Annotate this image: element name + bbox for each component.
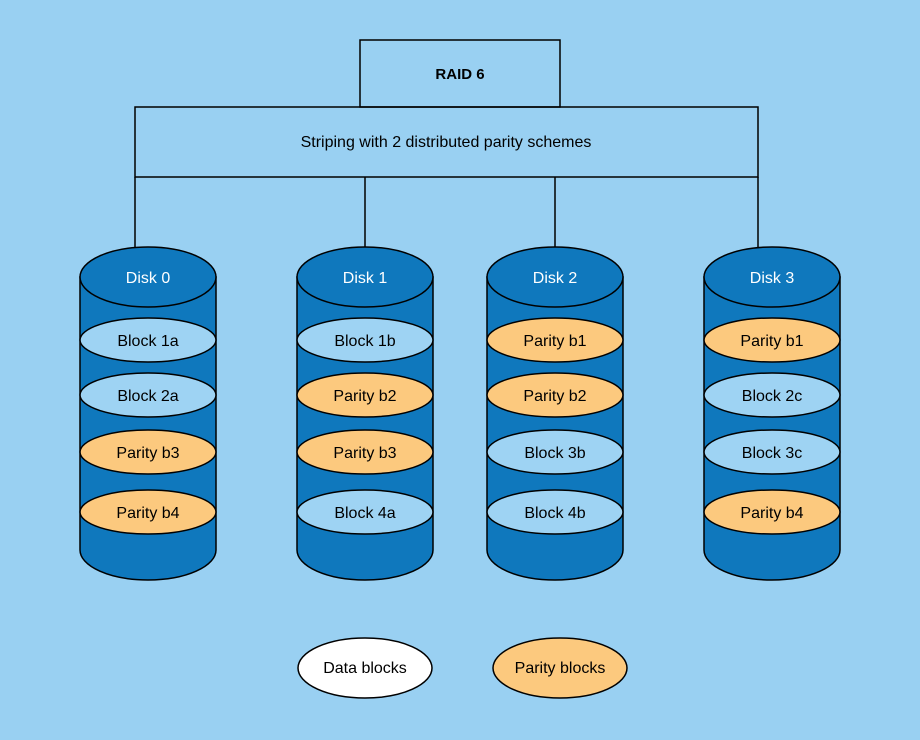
parity-block [703, 489, 841, 535]
disk-1: Block 1b Parity b2 Parity b3 Block 4a Disk 1 [296, 246, 434, 581]
disk-3: Parity b1 Block 2c Block 3c Parity b4 Disk 3 [703, 246, 841, 581]
disk-label: Disk 3 [750, 270, 795, 287]
parity-block [486, 317, 624, 363]
data-block [296, 317, 434, 363]
parity-block [79, 429, 217, 475]
block-label: Block 4a [334, 505, 395, 522]
data-block [79, 372, 217, 418]
legend-data-label: Data blocks [323, 660, 407, 677]
block-label: Parity b4 [740, 505, 803, 522]
block-label: Block 2c [742, 388, 802, 405]
parity-block [296, 429, 434, 475]
block-label: Parity b3 [116, 445, 179, 462]
parity-block [296, 372, 434, 418]
parity-block [486, 372, 624, 418]
block-label: Block 1b [334, 333, 395, 350]
title-box: RAID 6 [359, 39, 561, 108]
disk-label: Disk 1 [343, 270, 388, 287]
block-label: Parity b1 [740, 333, 803, 350]
data-block [296, 489, 434, 535]
block-label: Block 3b [524, 445, 585, 462]
block-label: Parity b1 [523, 333, 586, 350]
diagram-subtitle: Striping with 2 distributed parity schem… [301, 134, 592, 151]
disk-label: Disk 0 [126, 270, 171, 287]
block-label: Block 2a [117, 388, 178, 405]
disk-label: Disk 2 [533, 270, 578, 287]
subtitle-box: Striping with 2 distributed parity schem… [134, 106, 759, 178]
block-label: Parity b4 [116, 505, 179, 522]
block-label: Block 1a [117, 333, 178, 350]
legend-parity-label: Parity blocks [515, 660, 606, 677]
data-block [703, 429, 841, 475]
block-label: Block 4b [524, 505, 585, 522]
block-label: Block 3c [742, 445, 802, 462]
disk-0: Block 1a Block 2a Parity b3 Parity b4 Disk 0 [79, 246, 217, 581]
block-label: Parity b3 [333, 445, 396, 462]
disk-2: Parity b1 Parity b2 Block 3b Block 4b Disk 2 [486, 246, 624, 581]
disk-array: Block 1a Block 2a Parity b3 Parity b4 Disk 0… [79, 246, 841, 581]
diagram-title: RAID 6 [435, 66, 484, 83]
data-block [79, 317, 217, 363]
data-block [486, 489, 624, 535]
data-block [486, 429, 624, 475]
disk-top [486, 246, 624, 308]
disk-top [703, 246, 841, 308]
legend: Data blocks Parity blocks [297, 637, 628, 699]
legend-parity-swatch [492, 637, 628, 699]
data-block [703, 372, 841, 418]
connectors [134, 177, 759, 250]
disk-top [79, 246, 217, 308]
block-label: Parity b2 [523, 388, 586, 405]
legend-data-swatch [297, 637, 433, 699]
parity-block [703, 317, 841, 363]
disk-top [296, 246, 434, 308]
parity-block [79, 489, 217, 535]
block-label: Parity b2 [333, 388, 396, 405]
